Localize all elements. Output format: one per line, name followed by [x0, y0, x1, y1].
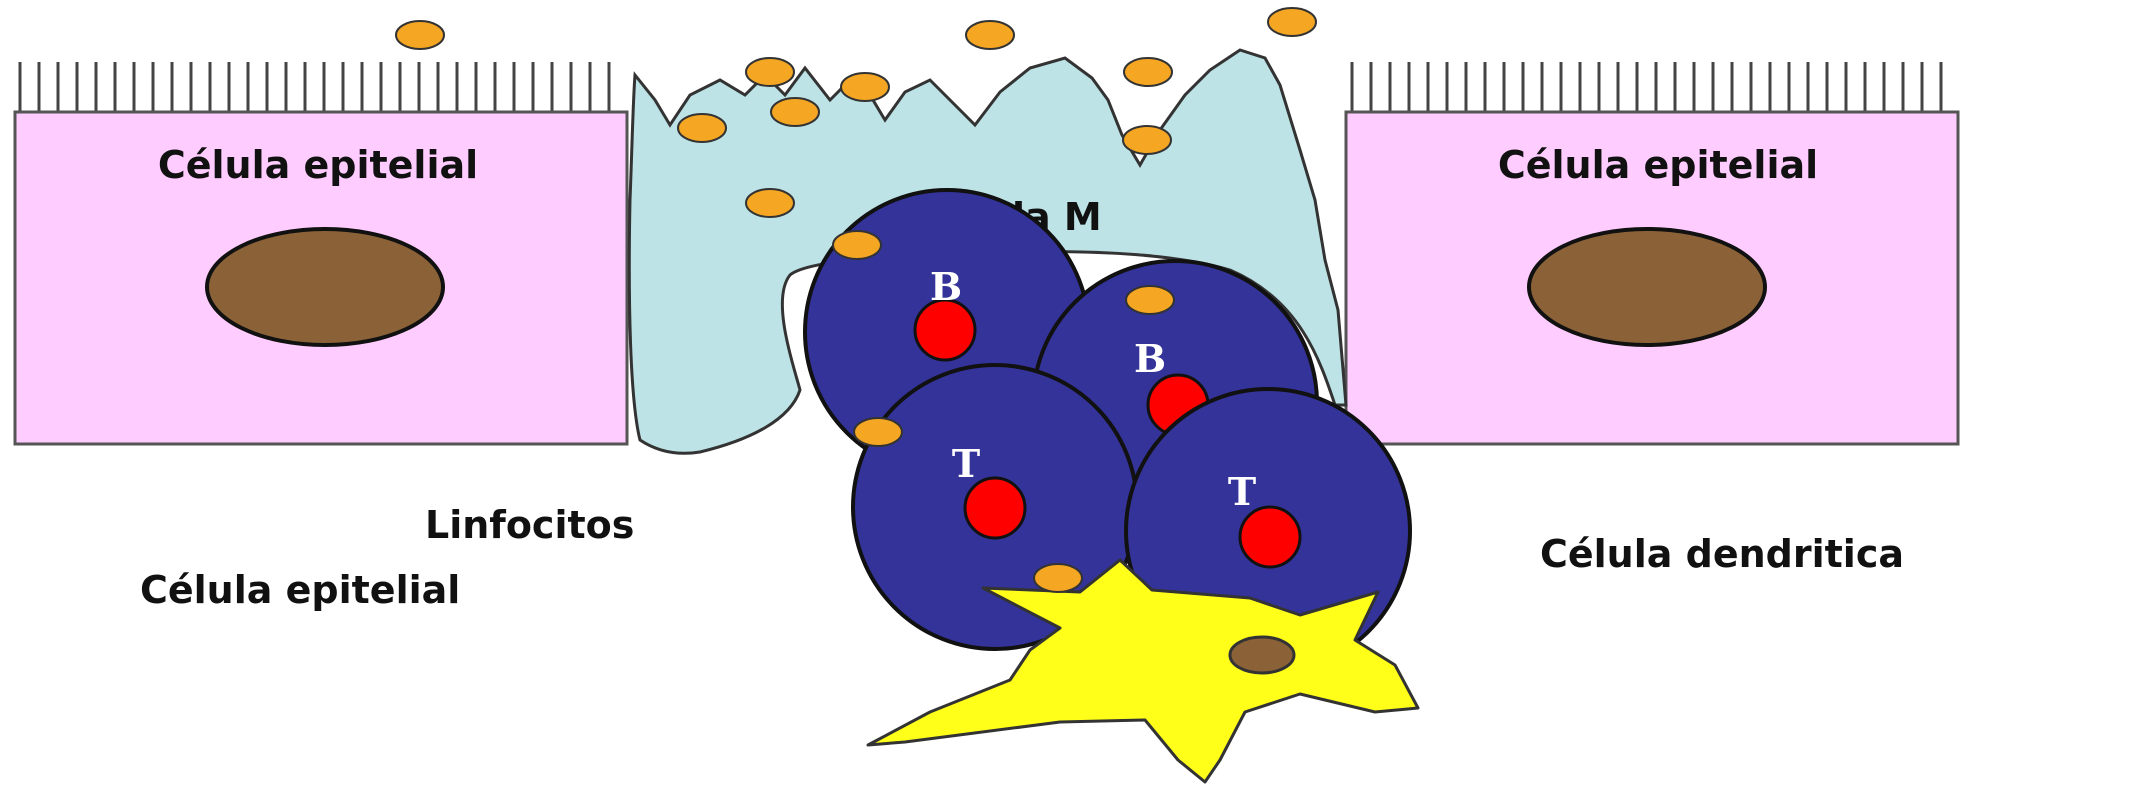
lymphocyte-t-1-nucleus [965, 478, 1025, 538]
dendritic-label: Célula dendritica [1540, 532, 1904, 576]
lymphocyte-b-1-letter: B [930, 264, 962, 309]
lymphocyte-b-2-letter: B [1134, 336, 1166, 381]
antigen-particle [1124, 58, 1172, 86]
microvilli-left [20, 62, 609, 112]
microvilli-right [1352, 62, 1941, 112]
antigen-particle [1034, 564, 1082, 592]
epithelial-right-label: Célula epitelial [1498, 143, 1818, 187]
antigen-particle [966, 21, 1014, 49]
antigen-particle [854, 418, 902, 446]
antigen-particle [1126, 286, 1174, 314]
lymphocytes-label: Linfocitos [425, 503, 634, 547]
epithelial-left-label: Célula epitelial [158, 143, 478, 187]
epithelial-cell-right-nucleus [1529, 229, 1765, 345]
antigen-particle [1268, 8, 1316, 36]
antigen-particle [771, 98, 819, 126]
antigen-particle [1123, 126, 1171, 154]
antigen-particle [746, 189, 794, 217]
antigen-particle [841, 73, 889, 101]
antigen-particle [396, 21, 444, 49]
epithelial-cell-right: Célula epitelial [1346, 112, 1958, 444]
antigen-particle [678, 114, 726, 142]
dendritic-cell-nucleus [1230, 637, 1294, 673]
lymphocyte-b-1-nucleus [915, 300, 975, 360]
epithelial-cell-left-nucleus [207, 229, 443, 345]
antigen-particle [746, 58, 794, 86]
lymphocyte-t-2-letter: T [1228, 469, 1256, 514]
epithelial-cell-left: Célula epitelial [15, 112, 627, 444]
antigen-particle [833, 231, 881, 259]
lymphocyte-t-2-nucleus [1240, 507, 1300, 567]
epithelial-bottom-label: Célula epitelial [140, 568, 460, 612]
lymphocyte-t-1-letter: T [952, 441, 980, 486]
